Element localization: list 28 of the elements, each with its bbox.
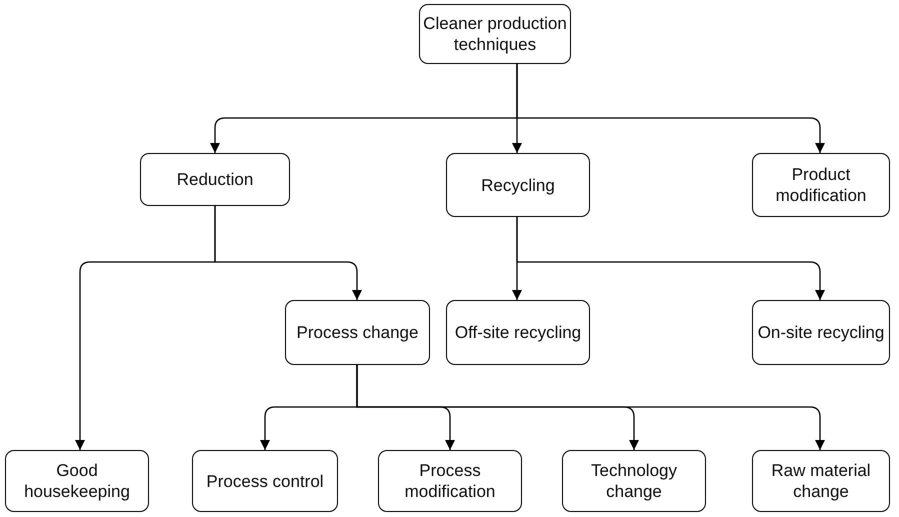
node-label: Process change <box>296 322 418 343</box>
process-box <box>285 300 430 365</box>
node-label: Reduction <box>176 169 254 190</box>
node-label: Off-site recycling <box>454 322 582 343</box>
node-label: Recycling <box>481 174 555 196</box>
node-label: Technology change <box>590 460 678 502</box>
process-box <box>562 450 706 512</box>
process-box <box>419 4 571 64</box>
node-label: Process control <box>206 470 324 492</box>
node-label: Cleaner production techniques <box>422 13 568 55</box>
node-label: Product modification <box>774 164 868 206</box>
process-box <box>752 300 890 365</box>
process-box <box>378 450 522 512</box>
process-box <box>446 153 590 217</box>
node-label: On-site recycling <box>758 322 884 343</box>
arrow <box>516 217 825 300</box>
arrow <box>214 206 362 300</box>
process-box <box>752 450 890 512</box>
process-box <box>140 153 290 206</box>
process-box <box>192 450 338 512</box>
arrow <box>356 365 825 450</box>
process-box <box>5 450 149 512</box>
arrow <box>516 64 825 153</box>
node-label: Process modification <box>404 460 496 502</box>
node-label: Raw material change <box>770 460 872 502</box>
node-label: Good housekeeping <box>23 460 131 502</box>
process-box <box>752 153 890 217</box>
process-box <box>446 300 590 365</box>
